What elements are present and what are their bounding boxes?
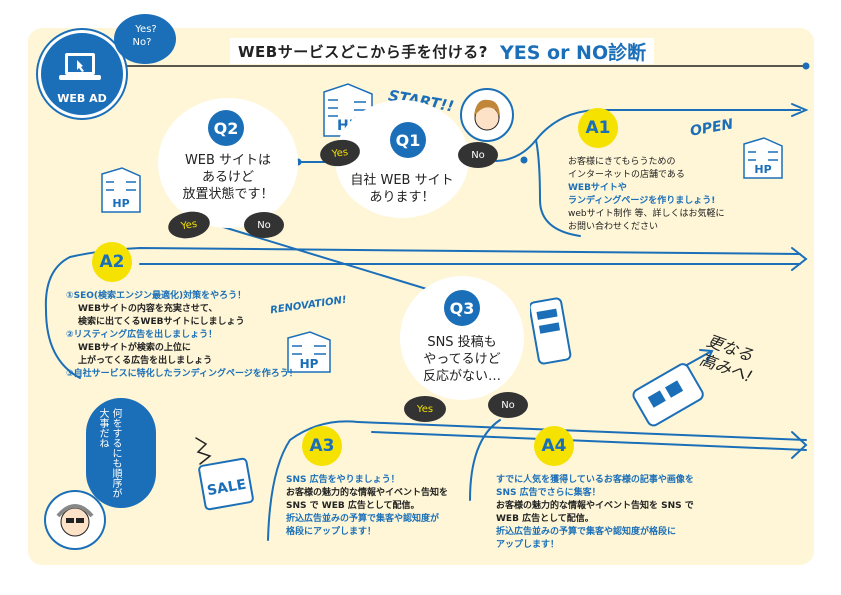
a3-line-5: 格段にアップします！	[286, 527, 377, 537]
q1-line-2: あります！	[369, 190, 435, 205]
a2-badge: A2	[92, 242, 132, 282]
a2-line-7: ③自社サービスに特化したランディングページを作ろう！	[66, 369, 298, 379]
a4-text: すでに人気を獲得しているお客様の記事や画像を SNS 広告でさらに集客！ お客様…	[496, 474, 694, 552]
q2-text: WEB サイトは あるけど 放置状態です！	[164, 152, 292, 203]
q3-yes-bubble: Yes	[404, 396, 446, 422]
building-icon-small: HP	[101, 167, 141, 213]
web-ad-logo: WEB AD	[38, 30, 126, 118]
q1-line-1: 自社 WEB サイト	[350, 173, 454, 188]
q1-no-bubble: No	[458, 142, 498, 168]
building-icon-a1: HP	[743, 137, 783, 179]
a2-line-5: WEBサイトが検索の上位に	[78, 343, 191, 353]
q1-badge: Q1	[390, 122, 426, 158]
a3-badge: A3	[302, 426, 342, 466]
a3-line-3: SNS で WEB 広告として配信。	[286, 501, 420, 511]
a1-badge: A1	[578, 108, 618, 148]
mascot-speech-bubble	[86, 398, 156, 508]
a3-text: SNS 広告をやりましょう！ お客様の魅力的な情報やイベント告知を SNS で …	[286, 474, 448, 539]
a4-line-6: アップします！	[496, 540, 560, 550]
mascot-avatar	[44, 490, 106, 550]
logo-speech-no: No?	[132, 37, 152, 48]
q3-no-bubble: No	[488, 392, 528, 418]
a2-text: ①SEO(検索エンジン最適化)対策をやろう！ WEBサイトの内容を充実させて、 …	[66, 290, 298, 381]
sale-tag-icon: SALE	[198, 457, 254, 511]
a4-line-4: WEB 広告として配信。	[496, 514, 594, 524]
page-title: WEBサービスどこから手を付ける? YES or NO診断	[230, 38, 655, 64]
logo-speech-bubble	[114, 14, 176, 64]
q2-line-2: あるけど	[201, 170, 254, 185]
a4-line-1: すでに人気を獲得しているお客様の記事や画像を	[496, 475, 694, 485]
svg-text:HP: HP	[754, 163, 771, 176]
a4-line-5: 折込広告並みの予算で集客や認知度が格段に	[496, 527, 677, 537]
a3-line-1: SNS 広告をやりましょう！	[286, 475, 400, 485]
mascot-speech: 何をするにも順序が大事だね	[97, 408, 121, 498]
svg-text:HP: HP	[112, 197, 129, 210]
a2-line-3: 検索に出てくるWEBサイトにしましょう	[78, 317, 245, 327]
q2-line-3: 放置状態です！	[182, 187, 274, 202]
q3-text: SNS 投稿も やってるけど 反応がない…	[404, 334, 520, 385]
q3-line-3: 反応がない…	[422, 369, 501, 384]
a1-line-4: ランディングページを作りましょう!	[568, 196, 716, 206]
a1-line-1: お客様にきてもらうための	[568, 157, 676, 167]
title-accent: YES or NO診断	[499, 41, 647, 64]
logo-label: WEB AD	[57, 92, 107, 105]
a1-line-2: インターネットの店舗である	[568, 170, 685, 180]
a4-line-2: SNS 広告でさらに集客！	[496, 488, 601, 498]
q3-line-2: やってるけど	[423, 352, 501, 367]
q3-line-1: SNS 投稿も	[427, 335, 497, 350]
logo-speech-yes: Yes?	[135, 24, 157, 35]
a3-line-4: 折込広告並みの予算で集客や認知度が	[286, 514, 440, 524]
title-main: WEBサービスどこから手を付ける?	[238, 42, 488, 61]
laptop-icon	[59, 53, 101, 80]
q1-cloud	[335, 100, 469, 218]
svg-text:HP: HP	[300, 357, 319, 371]
a3-line-2: お客様の魅力的な情報やイベント告知を	[286, 488, 449, 498]
q2-no-bubble: No	[244, 212, 284, 238]
building-icon-renovation: HP	[287, 331, 331, 373]
smartphone-icon-large	[632, 363, 704, 427]
q3-badge: Q3	[444, 290, 480, 326]
a1-line-5: webサイト制作 等、詳しくはお気軽に	[568, 209, 725, 219]
sale-label: SALE	[206, 477, 248, 500]
a2-line-2: WEBサイトの内容を充実させて、	[78, 304, 218, 314]
q2-badge: Q2	[208, 110, 244, 146]
q2-line-1: WEB サイトは	[184, 153, 272, 168]
a2-line-1: ①SEO(検索エンジン最適化)対策をやろう！	[66, 291, 247, 301]
a4-line-3: お客様の魅力的な情報やイベント告知を SNS で	[496, 501, 694, 511]
smartphone-icon	[530, 297, 572, 365]
woman-avatar	[460, 88, 514, 142]
a4-badge: A4	[534, 426, 574, 466]
q1-text: 自社 WEB サイト あります！	[340, 172, 464, 206]
a1-text: お客様にきてもらうための インターネットの店舗である WEBサイトや ランディン…	[568, 156, 724, 234]
a1-line-6: お問い合わせください	[568, 222, 659, 232]
a2-line-4: ②リスティング広告を出しましょう！	[66, 330, 218, 340]
a1-line-3: WEBサイトや	[568, 183, 627, 193]
a2-line-6: 上がってくる広告を出しましょう	[78, 356, 213, 366]
